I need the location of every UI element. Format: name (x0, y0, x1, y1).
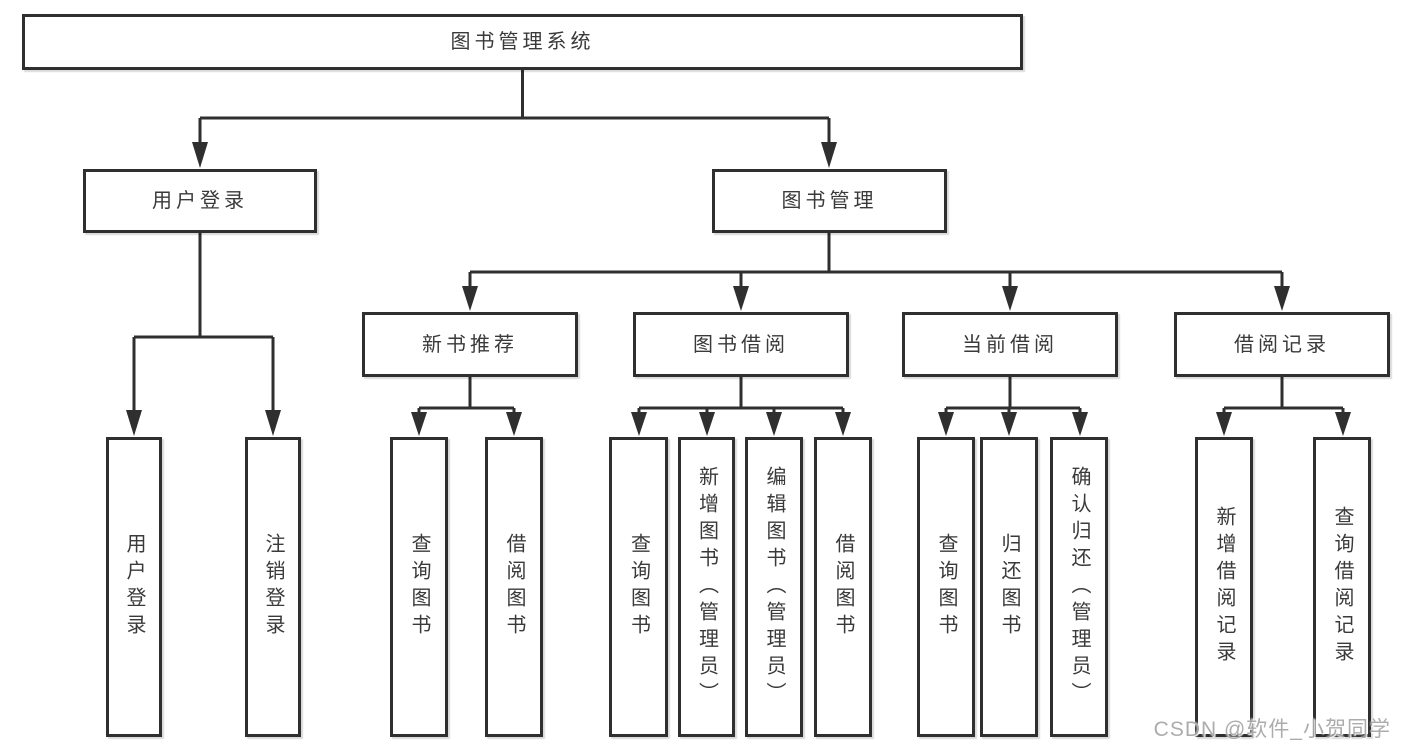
leaf-label: 归还图书 (998, 533, 1020, 641)
leaf-query-books: 查询图书 (390, 437, 448, 737)
leaf-edit-books-admin: 编辑图书（管理员） (745, 437, 803, 737)
node-library-management-system: 图书管理系统 (22, 14, 1023, 70)
leaf-user-login: 用户登录 (106, 437, 162, 737)
leaf-label: 用户登录 (123, 533, 145, 641)
node-label: 当前借阅 (962, 333, 1058, 356)
leaf-label: 注销登录 (262, 533, 284, 641)
leaf-query-books: 查询图书 (609, 437, 668, 737)
node-label: 图书借阅 (693, 333, 789, 356)
leaf-label: 查询借阅记录 (1331, 506, 1353, 668)
arrowheads (126, 142, 1351, 436)
connector-strokes (132, 69, 1345, 414)
leaf-label: 编辑图书（管理员） (763, 465, 785, 709)
node-book-management: 图书管理 (712, 169, 947, 233)
leaf-label: 新增图书（管理员） (695, 465, 718, 709)
node-new-book-recommendation: 新书推荐 (362, 312, 578, 377)
leaf-borrow-books: 借阅图书 (814, 437, 872, 737)
node-label: 新书推荐 (422, 333, 518, 356)
leaf-query-books: 查询图书 (917, 437, 975, 737)
leaf-return-books: 归还图书 (980, 437, 1038, 737)
leaf-label: 查询图书 (408, 533, 430, 641)
node-user-login: 用户登录 (83, 169, 317, 233)
node-label: 图书管理 (781, 190, 878, 212)
leaf-logout: 注销登录 (245, 437, 301, 737)
leaf-add-borrow-record: 新增借阅记录 (1195, 437, 1253, 737)
node-label: 用户登录 (152, 190, 248, 212)
leaf-add-books-admin: 新增图书（管理员） (678, 437, 735, 737)
leaf-query-borrow-record: 查询借阅记录 (1313, 437, 1371, 737)
leaf-label: 确认归还（管理员） (1068, 465, 1090, 709)
node-label: 借阅记录 (1234, 333, 1330, 356)
node-book-borrowing: 图书借阅 (633, 312, 849, 377)
leaf-label: 新增借阅记录 (1213, 506, 1235, 668)
leaf-label: 借阅图书 (832, 533, 854, 641)
leaf-confirm-return-admin: 确认归还（管理员） (1050, 437, 1108, 737)
node-current-borrowing: 当前借阅 (902, 312, 1118, 377)
leaf-label: 借阅图书 (503, 533, 525, 641)
node-borrowing-records: 借阅记录 (1174, 312, 1390, 377)
leaf-borrow-books: 借阅图书 (485, 437, 543, 737)
node-label: 图书管理系统 (450, 31, 595, 53)
leaf-label: 查询图书 (627, 533, 650, 641)
leaf-label: 查询图书 (935, 533, 957, 641)
